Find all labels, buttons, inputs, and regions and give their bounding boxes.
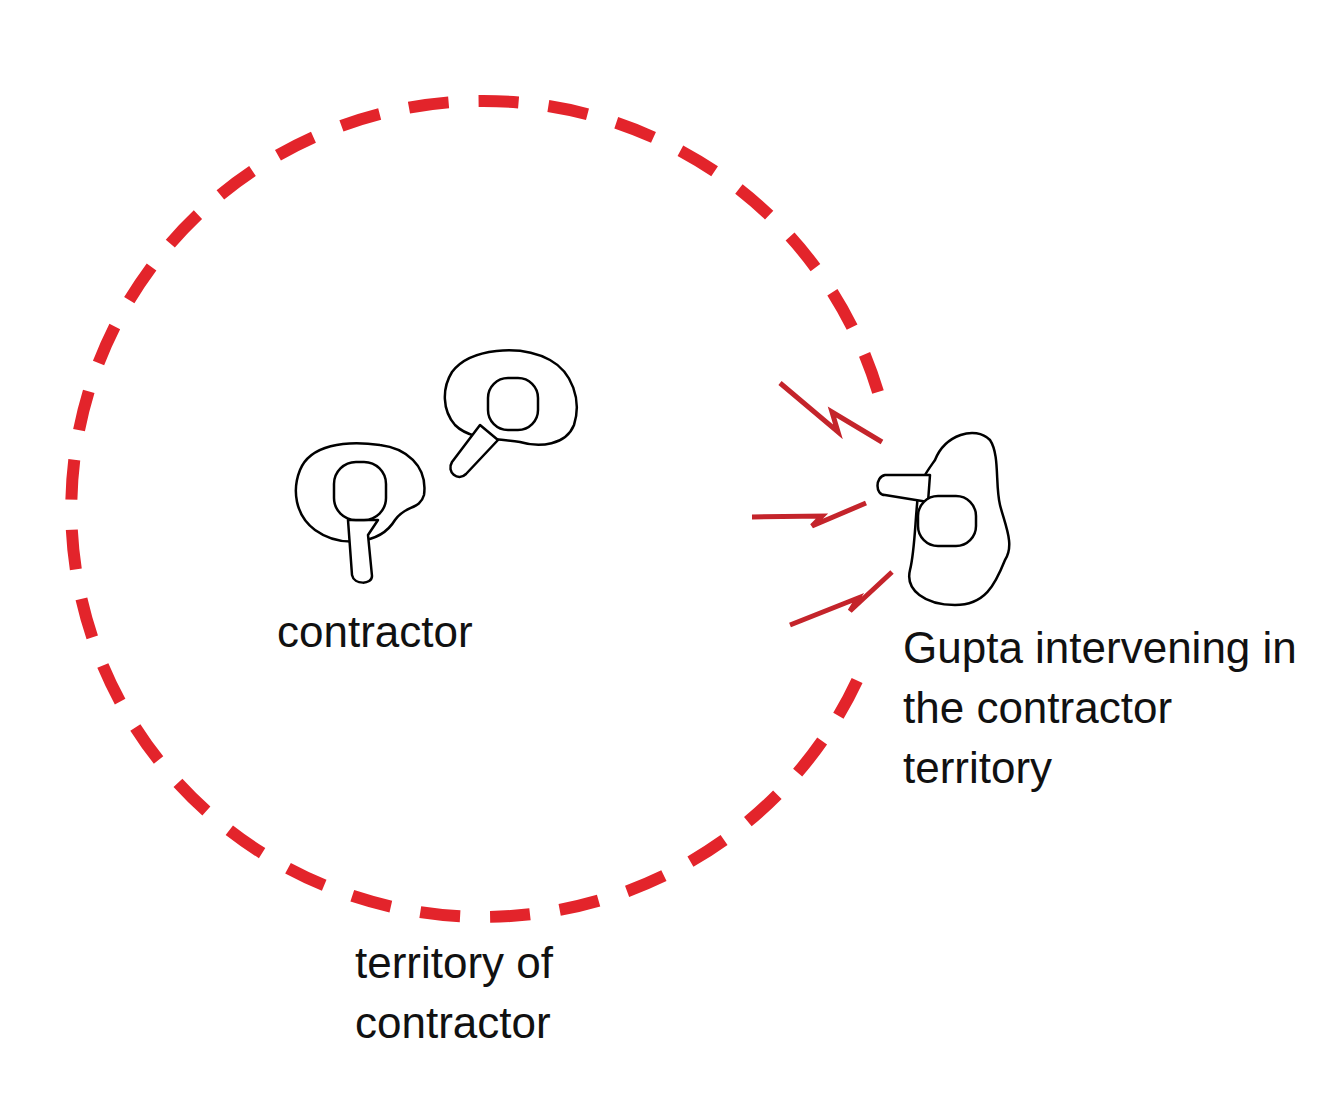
arm: [878, 475, 931, 502]
person-gupta: [878, 433, 1010, 605]
territory-label: territory of contractor: [355, 933, 615, 1053]
intrusion-zigzags: [752, 383, 892, 625]
head: [488, 378, 538, 430]
shoulders: [909, 433, 1009, 605]
arm: [348, 520, 378, 583]
arm: [450, 425, 498, 477]
person-contractor-2: [445, 350, 577, 477]
intruder-label: Gupta intervening in the contractor terr…: [903, 618, 1298, 798]
person-label: contractor: [277, 602, 537, 662]
head: [918, 496, 976, 546]
zigzag: [780, 383, 882, 442]
shoulders: [445, 350, 577, 444]
zigzag: [752, 503, 866, 526]
zigzag: [790, 572, 892, 625]
territory-circle: [71, 101, 878, 917]
head: [334, 462, 386, 520]
person-contractor-1: [296, 443, 425, 582]
